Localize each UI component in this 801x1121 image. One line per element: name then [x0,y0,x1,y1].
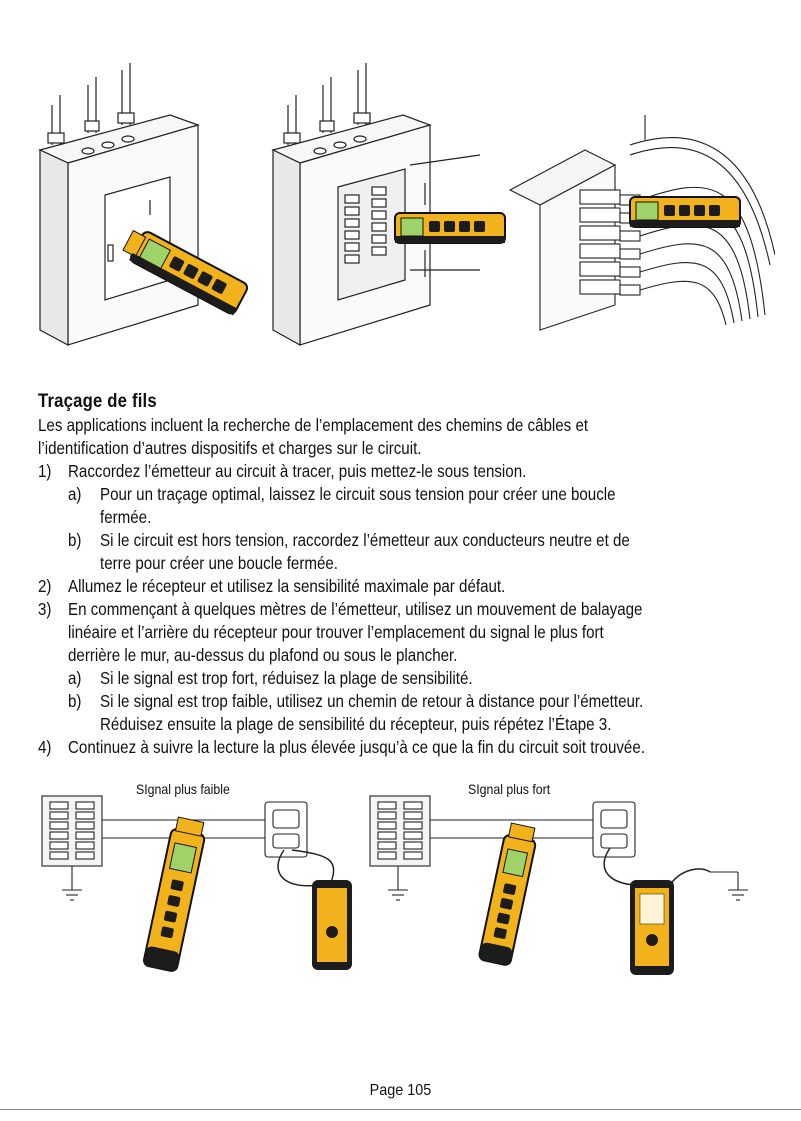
step-text: Si le signal est trop fort, réduisez la … [100,668,473,688]
top-illustration [38,63,775,347]
substep-letter: a) [68,484,82,504]
footer-divider [0,1109,801,1110]
step-text: linéaire et l’arrière du récepteur pour … [68,622,604,642]
step-number: 1) [38,461,52,481]
open-panel-illustration [271,63,481,347]
step-text: Réduisez ensuite la plage de sensibilité… [100,714,612,734]
intro-line-2: l’identification d’autres dispositifs et… [38,438,422,458]
weak-signal-diagram [41,795,335,901]
step-text: terre pour créer une boucle fermée. [100,553,339,573]
page-number: Page 105 [369,1082,432,1099]
step-text: fermée. [100,507,152,527]
step-text: En commençant à quelques mètres de l’éme… [68,599,643,619]
signal-comparison-diagram [41,795,748,975]
section-title: Traçage de fils [38,391,157,412]
step-text: Raccordez l’émetteur au circuit à tracer… [68,461,527,481]
strong-signal-label: SIgnal plus fort [468,781,551,797]
step-text: Continuez à suivre la lecture la plus él… [68,737,645,757]
receiver-device-3 [629,196,741,228]
receiver-device-2 [394,212,506,244]
transmitter-device-1 [312,880,352,970]
step-number: 4) [38,737,52,757]
strong-signal-diagram [369,795,748,901]
step-number: 2) [38,576,52,596]
substep-letter: b) [68,691,82,711]
breaker-wires-illustration [508,115,775,331]
step-text: Allumez le récepteur et utilisez la sens… [68,576,506,596]
step-text: derrière le mur, au-dessus du plafond ou… [68,645,458,665]
step-text: Si le circuit est hors tension, raccorde… [100,530,630,550]
receiver-device-4 [143,816,206,972]
closed-panel-illustration [38,63,200,347]
step-text: Pour un traçage optimal, laissez le circ… [100,484,616,504]
intro-line-1: Les applications incluent la recherche d… [38,415,589,435]
substep-letter: a) [68,668,82,688]
substep-letter: b) [68,530,82,550]
step-text: Si le signal est trop faible, utilisez u… [100,691,644,711]
receiver-device-5 [478,822,537,966]
weak-signal-label: SIgnal plus faible [136,781,230,797]
transmitter-device-2 [630,880,674,975]
receiver-device-1 [122,229,249,316]
step-number: 3) [38,599,52,619]
